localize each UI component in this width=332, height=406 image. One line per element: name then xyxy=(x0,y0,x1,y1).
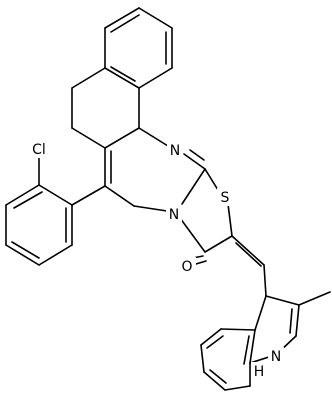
atom-label-s: S xyxy=(217,188,233,206)
atom-label-imine-n: N xyxy=(167,141,183,159)
benzo-ring xyxy=(104,7,173,89)
pyrimidine-ring xyxy=(104,127,206,212)
dihydro-ring xyxy=(71,67,140,149)
chlorophenyl-ring xyxy=(5,157,106,266)
atom-label-indole-n: N xyxy=(268,347,284,365)
atom-label-bridge-n: N xyxy=(166,205,182,223)
indole-pyrrole-ring xyxy=(249,291,331,364)
thiazole-ring xyxy=(179,168,233,253)
atom-label-cl: Cl xyxy=(25,140,53,158)
svg-text:O: O xyxy=(181,259,192,275)
indole-benzene-ring xyxy=(200,328,256,391)
svg-text:N: N xyxy=(271,349,281,365)
svg-text:N: N xyxy=(169,207,179,223)
svg-text:S: S xyxy=(221,190,230,206)
atom-label-indole-h: H xyxy=(251,362,267,380)
atom-label-o: O xyxy=(178,257,196,275)
svg-text:Cl: Cl xyxy=(32,142,46,158)
svg-text:N: N xyxy=(170,143,180,159)
svg-text:H: H xyxy=(254,364,265,380)
methylidene-bridge xyxy=(231,235,267,297)
